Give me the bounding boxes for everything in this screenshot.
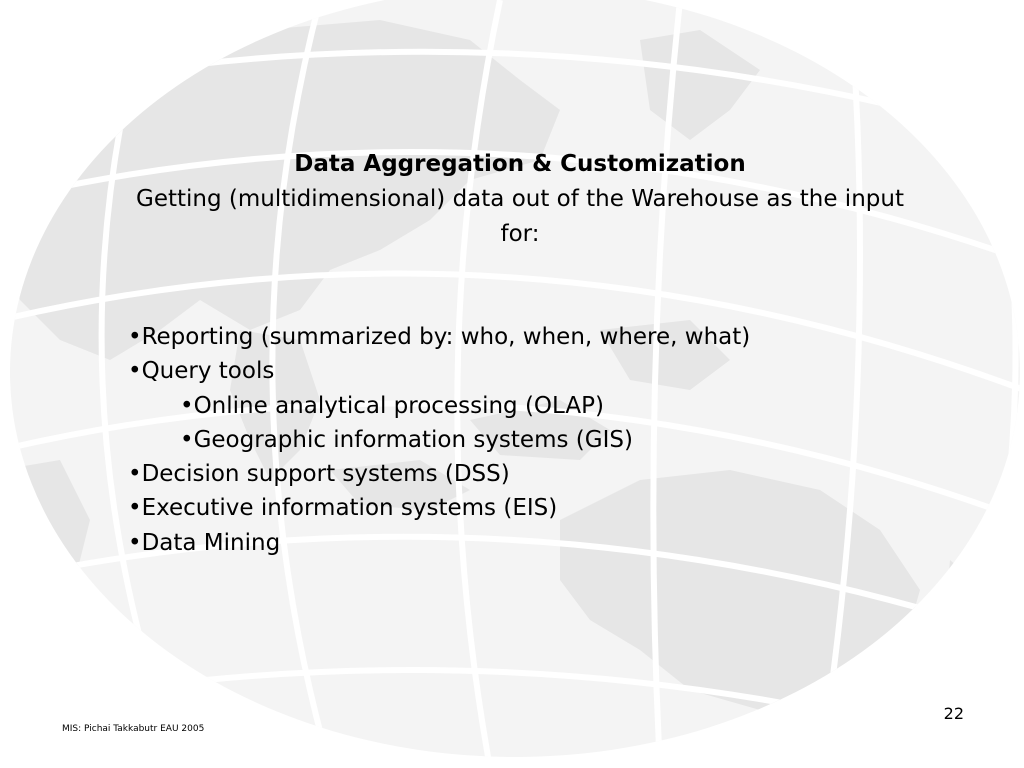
bullet-item-data-mining: •Data Mining <box>128 529 281 556</box>
bullet-list: •Reporting (summarized by: who, when, wh… <box>128 320 908 560</box>
footer-credit: MIS: Pichai Takkabutr EAU 2005 <box>62 724 205 734</box>
bullet-item-reporting: •Reporting (summarized by: who, when, wh… <box>128 324 751 350</box>
longitude-line <box>650 0 683 757</box>
bullet-item-dss: •Decision support systems (DSS) <box>128 461 510 488</box>
land-australia <box>560 470 920 710</box>
slide-title: Data Aggregation & Customization <box>294 151 746 177</box>
longitude-line <box>817 0 863 757</box>
title-block: Data Aggregation & Customization Getting… <box>120 146 920 252</box>
longitude-line <box>454 0 503 757</box>
latitude-line <box>10 149 1020 263</box>
longitude-line <box>269 0 333 757</box>
land-islands-1 <box>330 460 470 510</box>
latitude-line <box>10 533 1020 643</box>
land-islands-3 <box>600 320 730 390</box>
slide-subtitle: Getting (multidimensional) data out of t… <box>136 186 904 247</box>
page-number: 22 <box>943 704 964 723</box>
latitude-line <box>10 270 1020 393</box>
land-nz <box>945 560 985 650</box>
bullet-subitem-gis: •Geographic information systems (GIS) <box>180 426 633 453</box>
bullet-subitem-olap: •Online analytical processing (OLAP) <box>180 392 604 419</box>
bullet-item-eis: •Executive information systems (EIS) <box>128 495 558 522</box>
latitude-line <box>10 400 1020 523</box>
bullet-item-query-tools: •Query tools <box>128 358 275 385</box>
